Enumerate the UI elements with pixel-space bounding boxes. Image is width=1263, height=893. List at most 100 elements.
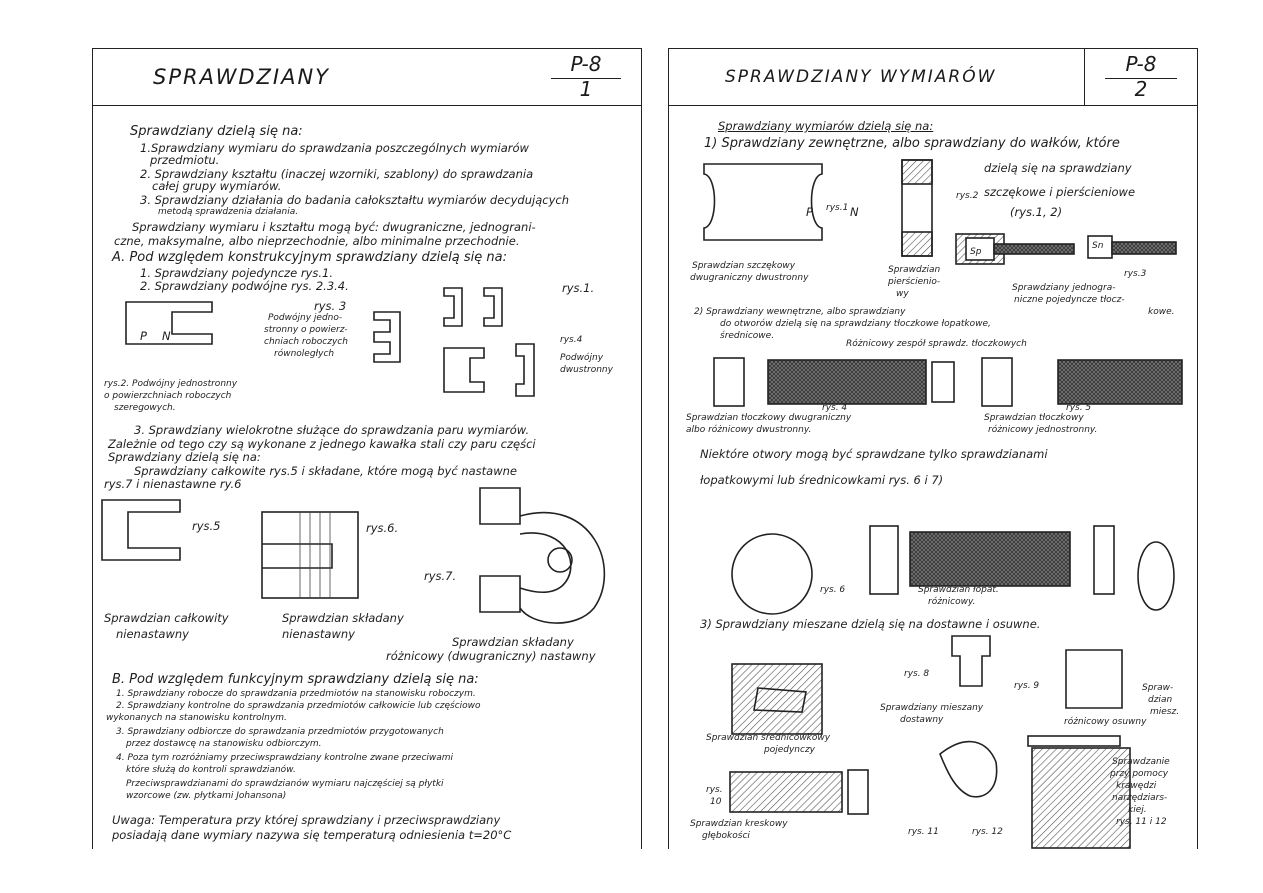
- left-code-top: P-8: [570, 52, 602, 76]
- text-line: przez dostawcę na stanowisku odbiorczym.: [126, 739, 322, 749]
- text-line: przedmiotu.: [150, 153, 220, 167]
- text-line: rys.7.: [424, 569, 457, 583]
- text-line: rys.: [706, 785, 723, 795]
- text-line: dwugraniczny dwustronny: [690, 273, 809, 283]
- right-rys6-blade-left: [869, 525, 899, 595]
- text-line: 2. Sprawdziany kontrolne do sprawdzania …: [116, 701, 481, 711]
- text-line: różnicowy (dwugraniczny) nastawny: [386, 649, 596, 663]
- text-line: Sprawdzian tłoczkowy: [984, 413, 1084, 423]
- text-line: rys.3: [1124, 269, 1147, 279]
- text-line: krawędzi: [1116, 781, 1157, 791]
- text-line: 4. Poza tym rozróżniamy przeciwsprawdzia…: [116, 753, 454, 763]
- text-line: miesz.: [1150, 707, 1180, 717]
- text-line: wy: [896, 289, 909, 299]
- text-line: 3) Sprawdziany mieszane dzielą się na do…: [700, 617, 1041, 631]
- right-rys3-sp-plug: [993, 243, 1075, 255]
- gauge-rys3: [373, 311, 401, 363]
- right-header: SPRAWDZIANY WYMIARÓW P-8 2: [669, 49, 1197, 106]
- right-rys1-gauge: [703, 163, 823, 241]
- left-sheet: SPRAWDZIANY P-8 1: [92, 48, 642, 849]
- right-rys2-hatch-top: [901, 159, 933, 185]
- text-line: różnicowy.: [928, 597, 976, 607]
- text-line: Sprawdziany wymiarów dzielą się na:: [718, 119, 934, 133]
- text-line: 1. Sprawdziany robocze do sprawdzania pr…: [116, 689, 476, 699]
- text-line: wzorcowe (zw. płytkami Johansona): [126, 791, 287, 801]
- right-rys8-gauge: [753, 687, 807, 713]
- gauge-rys7-disc: [547, 547, 573, 573]
- text-line: różnicowy osuwny: [1064, 717, 1147, 727]
- text-line: (rys.1, 2): [1010, 205, 1063, 219]
- text-line: szczękowe i pierścieniowe: [984, 185, 1136, 199]
- right-title: SPRAWDZIANY WYMIARÓW: [725, 67, 997, 87]
- text-line: dzielą się na sprawdziany: [984, 161, 1132, 175]
- text-line: średnicowe.: [720, 331, 775, 341]
- text-line: Przeciwsprawdzianami do sprawdzianów wym…: [126, 779, 444, 789]
- right-code: P-8 2: [1084, 49, 1197, 105]
- text-line: 2. Sprawdziany podwójne rys. 2.3.4.: [140, 279, 349, 293]
- text-line: rys.2: [956, 191, 979, 201]
- gauge-rys2: [125, 301, 213, 345]
- text-line: Sprawdziany jednogra-: [1012, 283, 1116, 293]
- right-rys5-plug: [981, 357, 1013, 407]
- text-line: Uwaga: Temperatura przy której sprawdzia…: [112, 813, 501, 827]
- fig-label-p: P: [806, 205, 813, 219]
- left-figures: [101, 287, 606, 624]
- text-line: A. Pod względem konstrukcyjnym sprawdzia…: [112, 250, 508, 265]
- text-line: rys. 6: [820, 585, 846, 595]
- text-line: Sprawdzian kreskowy: [690, 819, 788, 829]
- text-line: Sprawdziany dzielą się na:: [130, 124, 303, 139]
- text-line: rys. 12: [972, 827, 1003, 837]
- text-line: niczne pojedyncze tłocz-: [1014, 295, 1125, 305]
- text-line: Różnicowy zespół sprawdz. tłoczkowych: [846, 339, 1027, 349]
- right-rys8-part: [731, 663, 823, 735]
- right-rys9-frame: [1065, 649, 1123, 709]
- text-line: rys.4: [560, 335, 583, 345]
- text-line: 2. Sprawdziany kształtu (inaczej wzornik…: [140, 167, 534, 181]
- text-line: 1) Sprawdziany zewnętrzne, albo sprawdzi…: [704, 136, 1120, 151]
- gauge-rys4-b: [515, 343, 535, 397]
- text-line: albo różnicowy dwustronny.: [686, 425, 812, 435]
- text-line: rys.5: [192, 519, 221, 533]
- right-rys10-part: [729, 771, 843, 813]
- right-rys4-handle: [767, 359, 927, 405]
- text-line: Sprawdzian łopat.: [918, 585, 999, 595]
- text-line: 3. Sprawdziany odbiorcze do sprawdzania …: [116, 727, 444, 737]
- text-line: szeregowych.: [114, 403, 176, 413]
- text-line: Spraw-: [1142, 683, 1174, 693]
- text-line: rys.1: [826, 203, 849, 213]
- text-line: pojedynczy: [764, 745, 815, 755]
- text-line: wykonanych na stanowisku kontrolnym.: [106, 713, 287, 723]
- text-line: stronny o powierz-: [264, 325, 348, 335]
- fig-label-sp: Sp: [970, 247, 982, 257]
- right-rys7-view: [1137, 541, 1175, 611]
- text-line: Sprawdzian składany: [452, 635, 574, 649]
- text-line: kowe.: [1148, 307, 1175, 317]
- right-rys6-blade-right: [1093, 525, 1115, 595]
- gauge-rys1-b: [483, 287, 503, 327]
- right-code-top: P-8: [1125, 52, 1157, 76]
- left-code: P-8 1: [531, 49, 641, 105]
- right-rys11-part: [939, 740, 998, 798]
- text-line: 10: [710, 797, 722, 807]
- text-line: czne, maksymalne, albo nieprzechodnie, a…: [114, 234, 520, 248]
- text-line: Podwójny jedno-: [268, 313, 343, 323]
- text-line: rys. 11 i 12: [1116, 817, 1167, 827]
- right-rys6-handle: [909, 531, 1071, 587]
- right-code-bottom: 2: [1134, 77, 1148, 101]
- text-line: chniach roboczych: [264, 337, 348, 347]
- text-line: do otworów dzielą się na sprawdziany tło…: [720, 319, 991, 329]
- text-line: rys. 3: [314, 299, 347, 313]
- right-rys2-hatch-bottom: [901, 231, 933, 257]
- text-line: Sprawdzian składany: [282, 611, 404, 625]
- text-line: nienastawny: [282, 627, 355, 641]
- right-rys3-sn-plug: [1111, 241, 1177, 255]
- text-line: nienastawny: [116, 627, 189, 641]
- text-line: Sprawdziany całkowite rys.5 i składane, …: [134, 464, 517, 478]
- text-line: dwustronny: [560, 365, 613, 375]
- text-line: przy pomocy: [1110, 769, 1169, 779]
- text-line: które służą do kontroli sprawdzianów.: [126, 765, 296, 775]
- text-line: dostawny: [900, 715, 944, 725]
- text-line: łopatkowymi lub średnicowkami rys. 6 i 7…: [700, 473, 944, 487]
- fig-label-p: P: [140, 329, 147, 343]
- left-code-bottom: 1: [579, 77, 593, 101]
